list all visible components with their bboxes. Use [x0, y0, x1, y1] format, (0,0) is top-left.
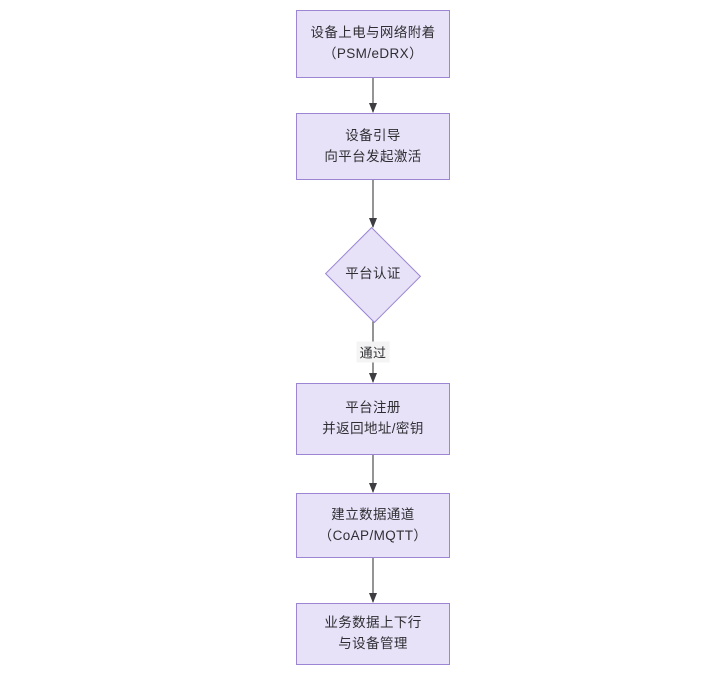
node-label: 业务数据上下行 与设备管理: [324, 615, 422, 651]
node-platform-authentication[interactable]: 平台认证: [323, 226, 423, 323]
node-establish-data-channel[interactable]: 建立数据通道 （CoAP/MQTT）: [296, 493, 450, 558]
node-platform-registration[interactable]: 平台注册 并返回地址/密钥: [296, 383, 450, 455]
node-business-data-and-device-management[interactable]: 业务数据上下行 与设备管理: [296, 603, 450, 665]
node-device-bootstrap[interactable]: 设备引导 向平台发起激活: [296, 113, 450, 180]
node-label: 设备上电与网络附着 （PSM/eDRX）: [310, 25, 436, 61]
node-device-power-on[interactable]: 设备上电与网络附着 （PSM/eDRX）: [296, 10, 450, 78]
edge-label-pass: 通过: [356, 341, 390, 363]
node-label: 平台注册 并返回地址/密钥: [322, 400, 424, 436]
node-label: 设备引导 向平台发起激活: [324, 127, 422, 164]
node-label: 建立数据通道 （CoAP/MQTT）: [318, 506, 428, 543]
node-label: 平台认证: [345, 266, 401, 282]
